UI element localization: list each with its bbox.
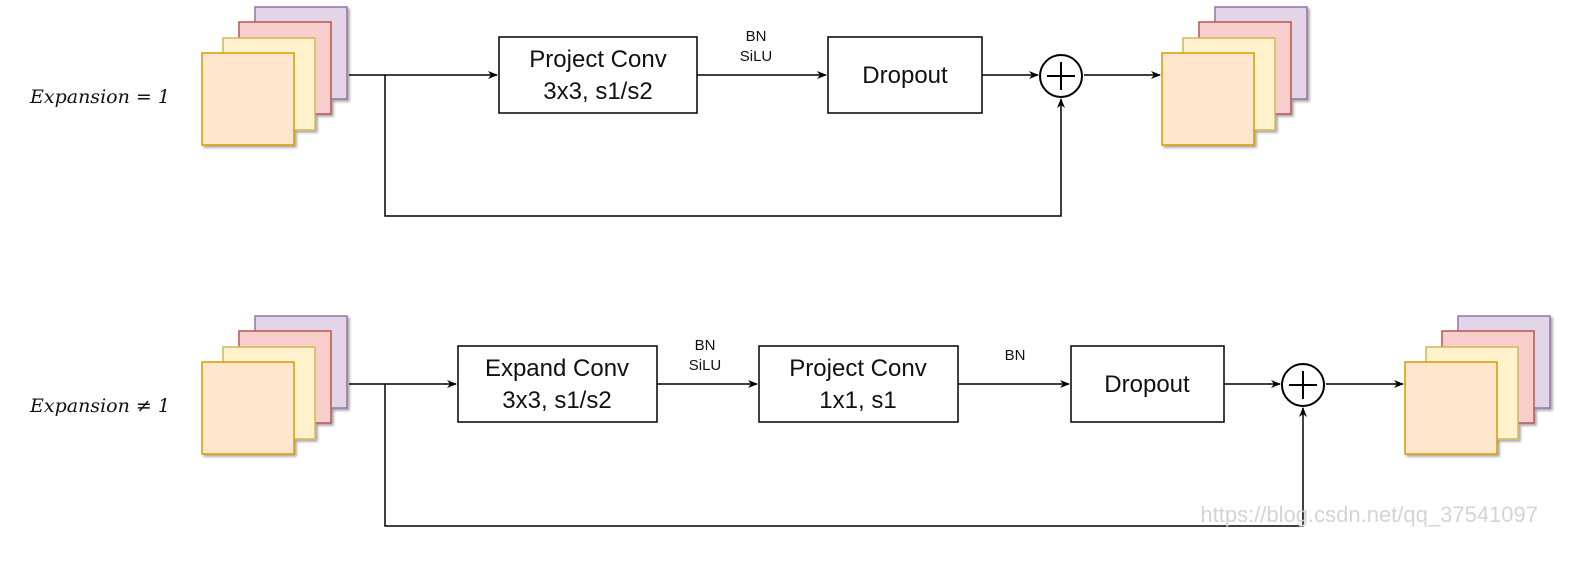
top-silu-label: SiLU [740,48,773,65]
top-project-conv-line2: 3x3, s1/s2 [543,78,652,105]
top-dropout-box: Dropout [827,36,983,114]
top-add-icon [1039,54,1083,98]
bottom-bn-label-1: BN [695,337,716,354]
bottom-project-conv-line1: Project Conv [789,355,926,382]
top-input-feature-map-stack [201,6,348,146]
bottom-skip-connection [384,384,1307,527]
top-bn-label: BN [746,28,767,45]
bottom-expand-conv-line2: 3x3, s1/s2 [502,387,611,414]
bottom-dropout-label: Dropout [1104,371,1190,398]
feature-layer-orange [201,52,295,146]
bottom-dropout-box: Dropout [1070,345,1225,423]
top-skip-connection [384,75,1065,217]
bottom-silu-label: SiLU [689,357,722,374]
bottom-expand-conv-box: Expand Conv 3x3, s1/s2 [457,345,658,423]
top-project-conv-line1: Project Conv [529,46,666,73]
feature-layer-orange [1161,52,1255,146]
bottom-project-conv-box: Project Conv 1x1, s1 [758,345,959,423]
bottom-bn-label-2: BN [1005,347,1026,364]
top-output-feature-map-stack [1161,6,1308,146]
top-expansion-label: Expansion = 1 [29,86,170,108]
bottom-output-feature-map-stack [1404,315,1551,455]
feature-layer-orange [201,361,295,455]
bottom-add-icon [1281,363,1325,407]
bottom-expand-conv-line1: Expand Conv [485,355,629,382]
bottom-expansion-label: Expansion ≠ 1 [29,395,170,417]
bottom-input-feature-map-stack [201,315,348,455]
top-project-conv-box: Project Conv 3x3, s1/s2 [498,36,698,114]
bottom-project-conv-line2: 1x1, s1 [819,387,896,414]
feature-layer-orange [1404,361,1498,455]
watermark-text: https://blog.csdn.net/qq_37541097 [1200,502,1538,527]
top-dropout-label: Dropout [862,62,948,89]
